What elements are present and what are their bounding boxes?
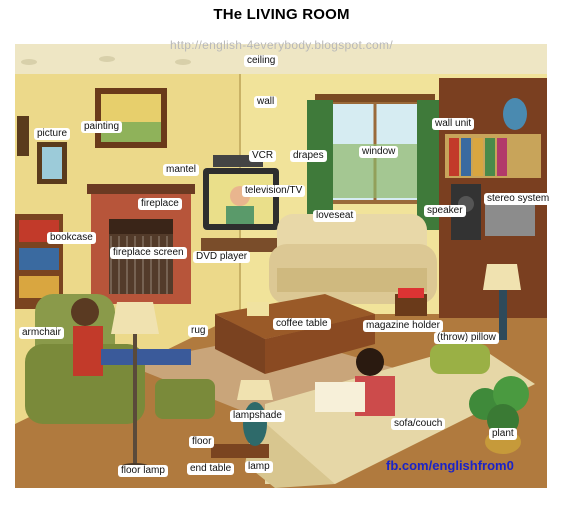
label-painting: painting [81,121,123,133]
label-plant: plant [489,428,517,440]
label-lamp: lamp [245,461,273,473]
watermark-url: http://english-4everybody.blogspot.com/ [170,38,393,52]
label-fireplace-screen: fireplace screen [110,247,187,259]
label-lampshade: lampshade [230,410,285,422]
label-floor: floor [189,436,215,448]
facebook-link[interactable]: fb.com/englishfrom0 [386,458,514,473]
living-room-illustration [15,44,547,488]
label-dvd-player: DVD player [193,251,251,263]
label-bookcase: bookcase [47,232,96,244]
label-ceiling: ceiling [244,55,279,67]
label-wall-unit: wall unit [432,118,475,130]
label-speaker: speaker [424,205,466,217]
label-drapes: drapes [290,150,327,162]
label-picture: picture [34,128,71,140]
label-rug: rug [188,325,209,337]
label-window: window [359,146,399,158]
label-television: television/TV [242,185,306,197]
label-stereo-system: stereo system [484,193,553,205]
label-throw-pillow: (throw) pillow [434,332,499,344]
label-coffee-table: coffee table [273,318,331,330]
label-fireplace: fireplace [138,198,182,210]
label-armchair: armchair [19,327,64,339]
label-floor-lamp: floor lamp [118,465,168,477]
label-wall: wall [254,96,278,108]
label-magazine-holder: magazine holder [363,320,443,332]
label-end-table: end table [187,463,235,475]
label-mantel: mantel [163,164,200,176]
label-sofa-couch: sofa/couch [391,418,446,430]
label-vcr: VCR [249,150,277,162]
label-loveseat: loveseat [313,210,357,222]
page-title: THe LIVING ROOM [213,6,350,23]
